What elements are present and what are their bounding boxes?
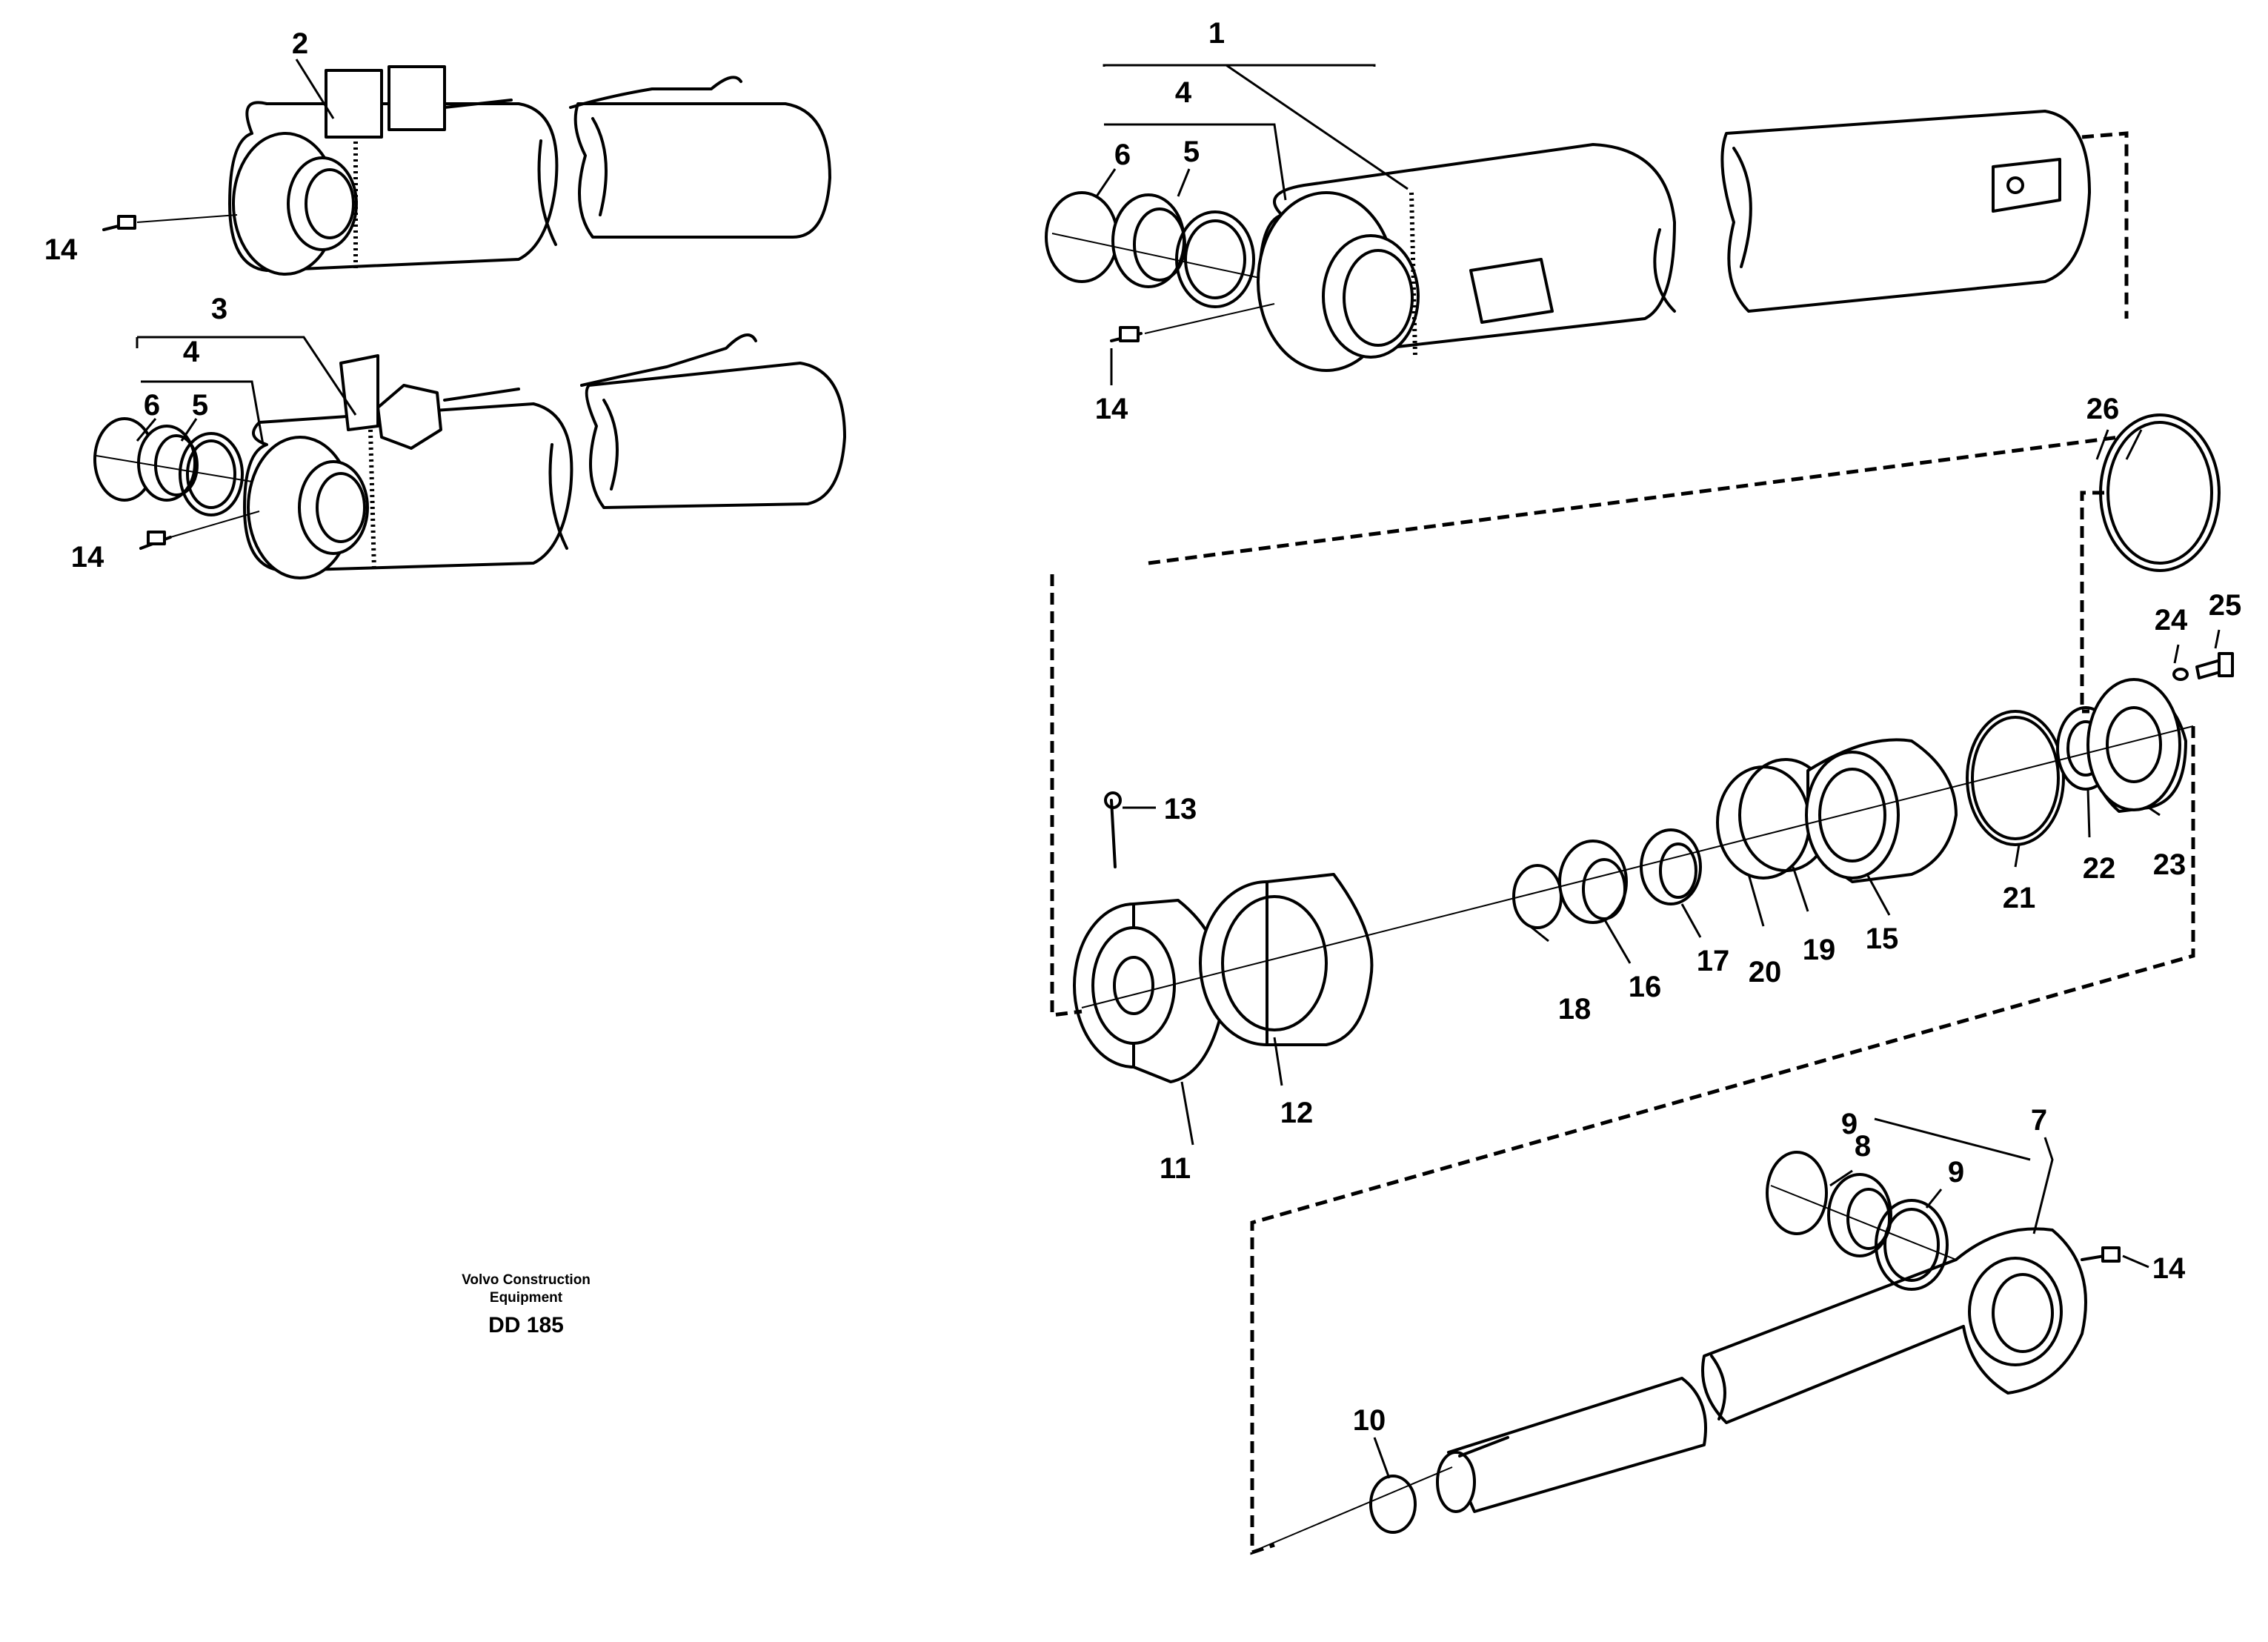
callout-16: 16 [1629,971,1662,1003]
callout-17: 17 [1697,945,1730,977]
callout-6a: 6 [1114,139,1131,171]
stamp-company-line2: Equipment [489,1290,563,1306]
dashed-ring-to-head [2080,491,2104,714]
callout-14d: 14 [2152,1252,2186,1285]
rings-16-20 [1512,758,1833,929]
callout-23: 23 [2153,848,2186,881]
callout-22: 22 [2083,852,2116,885]
stamp-drawing-code: DD 185 [488,1313,564,1337]
callout-labels: 1 2 3 4 4 5 5 5 6 6 6 7 8 9 9 10 11 12 1… [44,17,2242,1437]
callout-14b: 14 [71,541,104,574]
seal-21 [1966,710,2065,846]
callout-5b: 5 [192,389,208,422]
callout-18: 18 [1558,993,1592,1026]
callout-13: 13 [1164,793,1197,825]
pin-13 [1104,791,1122,868]
lock-ring-26 [2099,413,2221,572]
bushing-and-rings-rod [1766,1151,1957,1291]
stamp-company-line1: Volvo Construction [462,1272,591,1288]
piston-rod [1436,1227,2087,1513]
callout-15: 15 [1866,923,1899,955]
callout-4b: 4 [183,336,200,368]
piston-axis-line [1081,725,2194,1008]
callout-8: 8 [1855,1130,1871,1163]
callout-6b: 6 [144,389,160,422]
dashed-head-to-rod [1250,726,2195,1555]
bushing-and-rings-main [1045,191,1260,308]
callout-24: 24 [2155,604,2188,636]
callout-5a: 5 [1183,136,1200,168]
callout-9b: 9 [1948,1156,1964,1189]
cylinder-tube-variant-3 [243,333,846,579]
callout-10: 10 [1353,1404,1386,1437]
callout-1: 1 [1208,17,1225,50]
rod-axis-line [1259,1466,1453,1549]
callout-14c: 14 [1095,393,1128,425]
flange-23 [2086,678,2187,813]
callout-21: 21 [2003,882,2036,914]
callout-2: 2 [292,27,308,60]
cylinder-tube-main [1257,110,2091,372]
callout-3: 3 [211,293,227,325]
o-ring-10 [1369,1475,1417,1534]
callout-11: 11 [1160,1152,1191,1185]
callout-25: 25 [2209,589,2242,622]
grease-nipple-left-1 [102,214,238,231]
cylinder-tube-variant-2 [228,65,831,276]
drawing-stamp: Volvo Construction Equipment DD 185 [415,1272,637,1338]
bushing-and-rings-variant-3 [93,417,253,516]
piston [1199,873,1374,1046]
grease-nipple-main [1110,303,1275,342]
washer-24-screw-25 [2172,652,2234,681]
callout-14a: 14 [44,233,78,266]
dashed-tube-to-piston [1050,131,2129,1017]
grease-nipple-rod [2081,1246,2121,1263]
cylinder-head [1805,738,1958,883]
callout-20: 20 [1749,956,1782,988]
callout-4a: 4 [1175,76,1192,109]
callout-19: 19 [1803,934,1836,966]
callout-12: 12 [1280,1097,1314,1129]
callout-9a: 9 [1841,1108,1858,1140]
callout-7: 7 [2031,1104,2047,1137]
grease-nipple-left-2 [139,511,260,550]
leader-lines [136,59,2221,1479]
callout-26: 26 [2086,393,2120,425]
